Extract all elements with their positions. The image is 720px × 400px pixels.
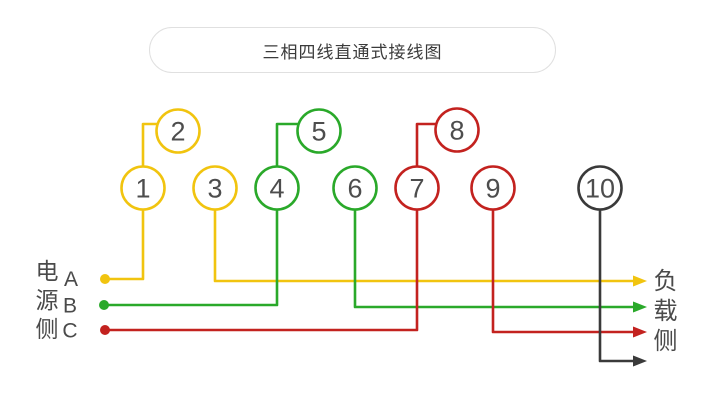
phase-a-label: A [64, 268, 78, 291]
terminal-5: 5 [296, 108, 342, 154]
terminal-6-ring [332, 165, 378, 211]
phase-c-label: C [62, 320, 77, 343]
diagram-title-pill: 三相四线直通式接线图 [149, 27, 556, 73]
diagram-title: 三相四线直通式接线图 [262, 42, 443, 62]
terminal-3-number: 3 [207, 174, 222, 204]
terminal-2-ring [155, 108, 201, 154]
terminal-10: 10 [577, 165, 623, 211]
terminal-1-number: 1 [135, 174, 150, 204]
arrow-neutral-icon [633, 355, 647, 367]
source-side-label: 电源侧 [32, 259, 58, 346]
terminal-9-number: 9 [485, 174, 500, 204]
terminal-3: 3 [192, 165, 238, 211]
terminal-2-number: 2 [170, 117, 185, 147]
terminal-9: 9 [470, 165, 516, 211]
terminal-2: 2 [155, 108, 201, 154]
phase-b-label: B [63, 295, 77, 318]
terminal-5-ring [296, 108, 342, 154]
source-dot-phase-c [100, 325, 110, 335]
terminal-9-ring [470, 165, 516, 211]
terminal-4: 4 [254, 165, 300, 211]
terminal-10-ring [577, 165, 623, 211]
terminal-8: 8 [434, 107, 480, 153]
source-dot-phase-a [100, 274, 110, 284]
terminal-8-number: 8 [449, 116, 464, 146]
terminal-4-ring [254, 165, 300, 211]
load-side-label: 负载侧 [649, 268, 676, 358]
arrow-phase-c-icon [633, 326, 647, 338]
terminal-5-number: 5 [311, 117, 326, 147]
terminal-4-number: 4 [269, 174, 284, 204]
terminal-6: 6 [332, 165, 378, 211]
terminal-3-ring [192, 165, 238, 211]
wire-phase-c-out [491, 188, 633, 334]
arrow-phase-b-icon [633, 301, 647, 313]
wire-neutral-out [598, 188, 633, 363]
terminal-1: 1 [120, 165, 166, 211]
source-dot-phase-b [99, 300, 109, 310]
terminal-7: 7 [394, 165, 440, 211]
arrow-phase-a-icon [633, 275, 647, 287]
terminal-1-ring [120, 165, 166, 211]
terminal-7-number: 7 [409, 174, 424, 204]
wire-phase-c-in [105, 122, 457, 332]
terminal-6-number: 6 [347, 174, 362, 204]
terminal-10-number: 10 [585, 174, 615, 204]
terminal-8-ring [434, 107, 480, 153]
terminal-7-ring [394, 165, 440, 211]
wire-phase-b-out [353, 188, 633, 309]
